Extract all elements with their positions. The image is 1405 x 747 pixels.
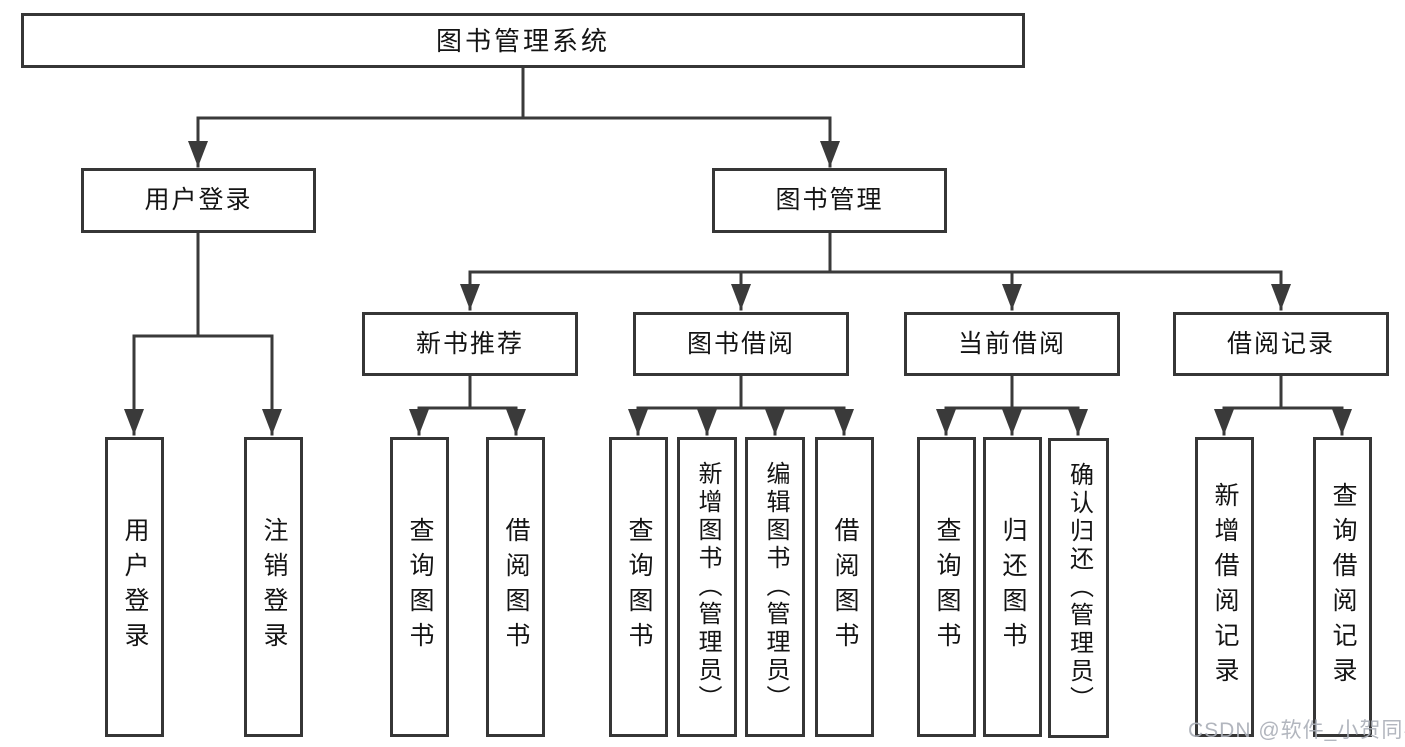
node-label: 编辑图书（管理员） — [762, 461, 789, 713]
node-label: 用户登录 — [121, 517, 149, 657]
leaf-user-login: 用户登录 — [105, 437, 164, 737]
node-label: 查询图书 — [625, 517, 653, 657]
node-label: 图书管理系统 — [435, 25, 610, 56]
node-new-book-recommendation: 新书推荐 — [362, 312, 578, 376]
watermark-csdn: CSDN @软件_小贺同学 — [1188, 719, 1405, 742]
node-borrowing-records: 借阅记录 — [1173, 312, 1389, 376]
node-label: 借阅记录 — [1226, 329, 1335, 358]
node-label: 查询图书 — [406, 517, 434, 657]
node-label: 借阅图书 — [831, 517, 859, 657]
node-label: 图书管理 — [775, 186, 884, 214]
leaf-add-borrow-record: 新增借阅记录 — [1195, 437, 1254, 737]
node-library-management-system: 图书管理系统 — [21, 13, 1025, 68]
connector-user-login-branch — [124, 230, 282, 436]
leaf-return-books: 归还图书 — [983, 437, 1042, 737]
connector-new-book-branch — [409, 374, 526, 436]
leaf-add-book-admin: 新增图书（管理员） — [677, 437, 737, 737]
leaf-edit-book-admin: 编辑图书（管理员） — [745, 437, 805, 737]
node-current-borrowing: 当前借阅 — [904, 312, 1120, 376]
node-label: 借阅图书 — [502, 517, 530, 657]
connector-book-borrowing-branch — [628, 374, 854, 436]
node-label: 新增借阅记录 — [1211, 482, 1239, 692]
node-label: 查询借阅记录 — [1329, 482, 1357, 692]
node-label: 确认归还（管理员） — [1065, 462, 1093, 714]
node-label: 新增图书（管理员） — [694, 461, 721, 713]
node-book-management: 图书管理 — [712, 168, 947, 233]
node-label: 注销登录 — [260, 517, 288, 657]
leaf-query-books-recommend: 查询图书 — [390, 437, 449, 737]
node-label: 新书推荐 — [415, 329, 524, 358]
leaf-confirm-return-admin: 确认归还（管理员） — [1048, 438, 1109, 738]
node-label: 当前借阅 — [957, 329, 1066, 358]
leaf-borrow-books-recommend: 借阅图书 — [486, 437, 545, 737]
node-label: 归还图书 — [999, 517, 1027, 657]
leaf-borrow-books-borrowing: 借阅图书 — [815, 437, 874, 737]
leaf-logout: 注销登录 — [244, 437, 303, 737]
connector-book-management-branch — [460, 230, 1291, 311]
node-label: 查询图书 — [933, 517, 961, 657]
leaf-query-books-current: 查询图书 — [917, 437, 976, 737]
connector-borrowing-records-branch — [1214, 374, 1352, 436]
leaf-query-books-borrowing: 查询图书 — [609, 437, 668, 737]
leaf-query-borrow-record: 查询借阅记录 — [1313, 437, 1372, 737]
node-book-borrowing: 图书借阅 — [633, 312, 849, 376]
node-label: 图书借阅 — [686, 329, 795, 358]
node-label: 用户登录 — [144, 186, 253, 214]
connector-root-to-level2 — [188, 66, 840, 168]
node-user-login: 用户登录 — [81, 168, 316, 233]
connector-current-borrowing-branch — [936, 374, 1088, 436]
